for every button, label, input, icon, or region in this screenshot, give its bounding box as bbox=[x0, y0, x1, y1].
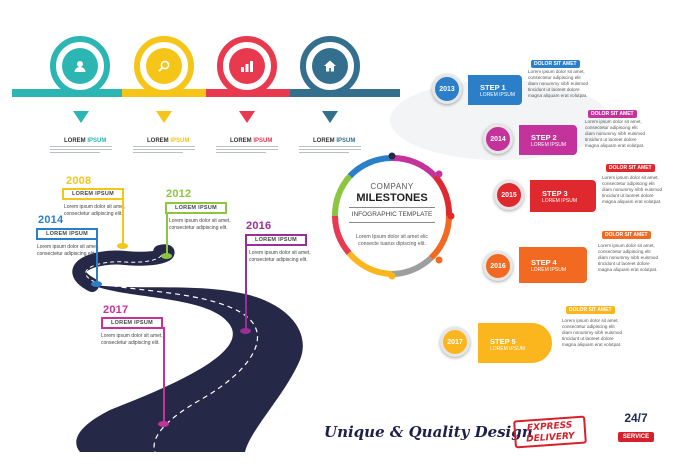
timeline-pointer-2 bbox=[156, 111, 172, 123]
road-pin-2014 bbox=[91, 281, 102, 287]
road-text-2014: Lorem ipsum dolor sit amet,consectetur a… bbox=[37, 244, 99, 257]
timeline-desc-2 bbox=[133, 146, 195, 155]
badge-247: 24/7 bbox=[624, 411, 648, 425]
step-desc-2: Lorem ipsum dolor sit amet,consectetur a… bbox=[585, 119, 646, 148]
road-year-2017: 2017 bbox=[103, 304, 129, 316]
user-icon bbox=[74, 61, 86, 72]
service-badge: 24/7 SERVICE bbox=[618, 410, 654, 446]
timeline-ring-2 bbox=[134, 36, 194, 96]
timeline-pointer-1 bbox=[73, 111, 89, 123]
badge-service: SERVICE bbox=[618, 432, 654, 442]
timeline-label-1: LOREM IPSUM bbox=[64, 138, 107, 144]
road-flag-2008: LOREM IPSUM bbox=[62, 188, 124, 200]
road-flag-2012: LOREM IPSUM bbox=[165, 202, 227, 214]
road-pole-2012 bbox=[166, 212, 168, 255]
step-desc-3: Lorem ipsum dolor sit amet,consectetur a… bbox=[602, 175, 663, 204]
step-tag-3: DOLOR SIT AMET bbox=[606, 164, 655, 172]
timeline-band-steel bbox=[290, 89, 400, 97]
home-icon bbox=[324, 60, 336, 72]
timeline-desc-4 bbox=[299, 146, 361, 155]
road-flag-2014: LOREM IPSUM bbox=[36, 228, 98, 240]
road-pole-2016 bbox=[245, 244, 247, 330]
road-text-2017: Lorem ipsum dolor sit amet,consectetur a… bbox=[101, 333, 163, 346]
step-desc-4: Lorem ipsum dolor sit amet,consectetur a… bbox=[598, 243, 659, 272]
step-tag-4: DOLOR SIT AMET bbox=[602, 231, 651, 239]
road-text-2012: Lorem ipsum dolor sit amet,consectetur a… bbox=[169, 218, 231, 231]
timeline-pointer-3 bbox=[239, 111, 255, 123]
step-desc-5: Lorem ipsum dolor sit amet,consectetur a… bbox=[562, 318, 623, 347]
timeline-ring-4 bbox=[300, 36, 360, 96]
step-desc-1: Lorem ipsum dolor sit amet,consectetur a… bbox=[528, 69, 589, 98]
road-text-2008: Lorem ipsum dolor sit amet,consectetur a… bbox=[64, 204, 126, 217]
road-pin-2012 bbox=[161, 253, 172, 259]
step-tag-2: DOLOR SIT AMET bbox=[588, 110, 637, 118]
timeline-ring-1 bbox=[50, 36, 110, 96]
road-flag-2017: LOREM IPSUM bbox=[101, 317, 163, 329]
road-pole-2014 bbox=[96, 239, 98, 283]
search-icon bbox=[158, 60, 170, 72]
timeline-label-4: LOREM IPSUM bbox=[313, 138, 356, 144]
timeline-desc-1 bbox=[50, 146, 112, 155]
road-pin-2017 bbox=[158, 421, 169, 427]
road-text-2016: Lorem ipsum dolor sit amet,consectetur a… bbox=[249, 250, 311, 263]
tagline: Unique & Quality Design bbox=[324, 423, 533, 441]
milestones-title: MILESTONES bbox=[356, 192, 428, 204]
road-centerline bbox=[94, 281, 259, 453]
step-year-2016: 2016 bbox=[483, 251, 513, 281]
milestones-company: COMPANY bbox=[370, 182, 414, 191]
timeline-label-2: LOREM IPSUM bbox=[147, 138, 190, 144]
step-tag-5: DOLOR SIT AMET bbox=[566, 306, 615, 314]
step-year-2017: 2017 bbox=[440, 327, 470, 357]
timeline-label-3: LOREM IPSUM bbox=[230, 138, 273, 144]
road-flag-2016: LOREM IPSUM bbox=[245, 234, 307, 246]
road-year-2012: 2012 bbox=[166, 188, 192, 200]
timeline-pointer-4 bbox=[322, 111, 338, 123]
step-tag-1: DOLOR SIT AMET bbox=[531, 60, 580, 68]
timeline-ring-3 bbox=[217, 36, 277, 96]
road-year-2014: 2014 bbox=[38, 214, 64, 226]
timeline-desc-3 bbox=[216, 146, 278, 155]
milestones-ring bbox=[331, 152, 455, 280]
milestones-divider bbox=[349, 207, 435, 208]
step-year-2013: 2013 bbox=[432, 74, 462, 104]
express-delivery-stamp: EXPRESS DELIVERY bbox=[513, 415, 587, 449]
road-pole-2017 bbox=[163, 327, 165, 423]
milestones-subtitle: INFOGRAPHIC TEMPLATE bbox=[351, 211, 433, 218]
road-pin-2016 bbox=[240, 328, 251, 334]
road-year-2008: 2008 bbox=[66, 175, 92, 187]
step-year-2014: 2014 bbox=[483, 124, 513, 154]
road-pin-2008 bbox=[117, 243, 128, 249]
road-year-2016: 2016 bbox=[246, 220, 272, 232]
chart-icon bbox=[241, 61, 253, 72]
road-pole-2008 bbox=[122, 199, 124, 245]
milestones-divider-2 bbox=[349, 222, 435, 223]
step-year-2015: 2015 bbox=[494, 180, 524, 210]
